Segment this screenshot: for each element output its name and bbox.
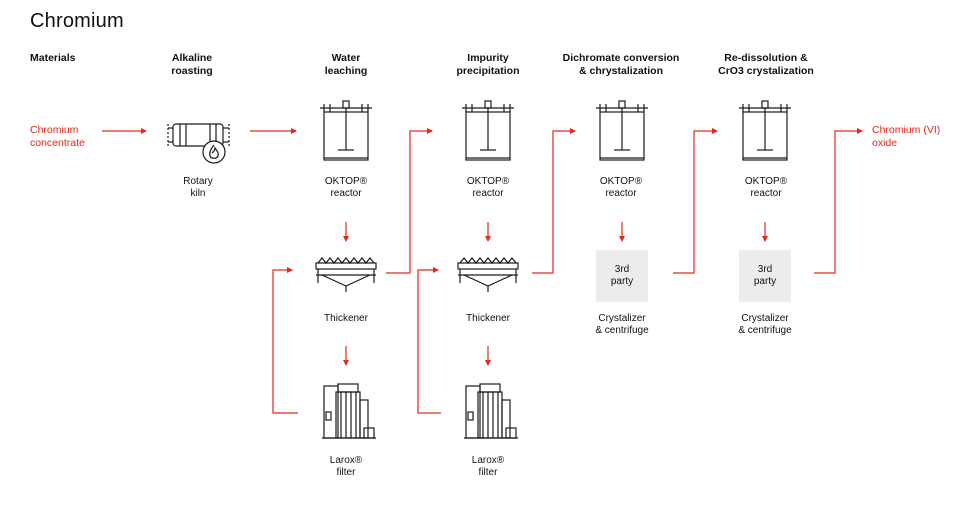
- arrow-third-party1-to-reactor4: [673, 128, 718, 274]
- filter-icon-1: [322, 383, 376, 439]
- reactor-icon-4: [739, 100, 791, 161]
- rotary-kiln-icon: [167, 123, 230, 164]
- stage-header-water-leaching: Water leaching: [324, 52, 368, 77]
- filter-label-1: Larox® filter: [329, 455, 363, 478]
- reactor-label-2: OKTOP® reactor: [466, 176, 510, 199]
- page-title: Chromium: [30, 10, 124, 32]
- arrow-thickener2-to-reactor3: [532, 128, 576, 274]
- arrow-filter1-recycle: [272, 267, 298, 414]
- third-party-box-2: 3rd party: [739, 250, 791, 302]
- flow-arrows: [102, 128, 863, 414]
- filter-label-2: Larox® filter: [471, 455, 505, 478]
- filter-icon-2: [464, 383, 518, 439]
- reactor-icon-2: [462, 100, 514, 161]
- third-party-box-1: 3rd party: [596, 250, 648, 302]
- stage-header-alkaline-roasting: Alkaline roasting: [171, 52, 213, 77]
- stage-header-re-dissolution: Re-dissolution & CrO3 crystalization: [718, 52, 814, 77]
- crystalizer-label-1: Crystalizer & centrifuge: [595, 313, 649, 336]
- arrow-third-party2-to-output: [814, 128, 863, 274]
- reactor-label-1: OKTOP® reactor: [324, 176, 368, 199]
- arrow-filter2-recycle: [417, 267, 441, 414]
- stage-header-impurity-precipitation: Impurity precipitation: [456, 52, 520, 77]
- output-label: Chromium (VI) oxide: [872, 124, 941, 149]
- reactor-label-4: OKTOP® reactor: [744, 176, 788, 199]
- thickener-icon-2: [457, 257, 519, 292]
- reactor-icon-3: [596, 100, 648, 161]
- reactor-icon-1: [320, 100, 372, 161]
- arrow-thickener1-to-reactor2: [386, 128, 433, 274]
- reactor-label-3: OKTOP® reactor: [599, 176, 643, 199]
- kiln-label: Rotary kiln: [183, 176, 213, 199]
- thickener-label-1: Thickener: [324, 313, 368, 324]
- stage-header-materials: Materials: [30, 52, 76, 64]
- thickener-label-2: Thickener: [466, 313, 510, 324]
- stage-header-dichromate-conversion: Dichromate conversion & chrystalization: [562, 52, 680, 77]
- input-label: Chromium concentrate: [30, 124, 85, 149]
- thickener-icon-1: [315, 257, 377, 292]
- crystalizer-label-2: Crystalizer & centrifuge: [738, 313, 792, 336]
